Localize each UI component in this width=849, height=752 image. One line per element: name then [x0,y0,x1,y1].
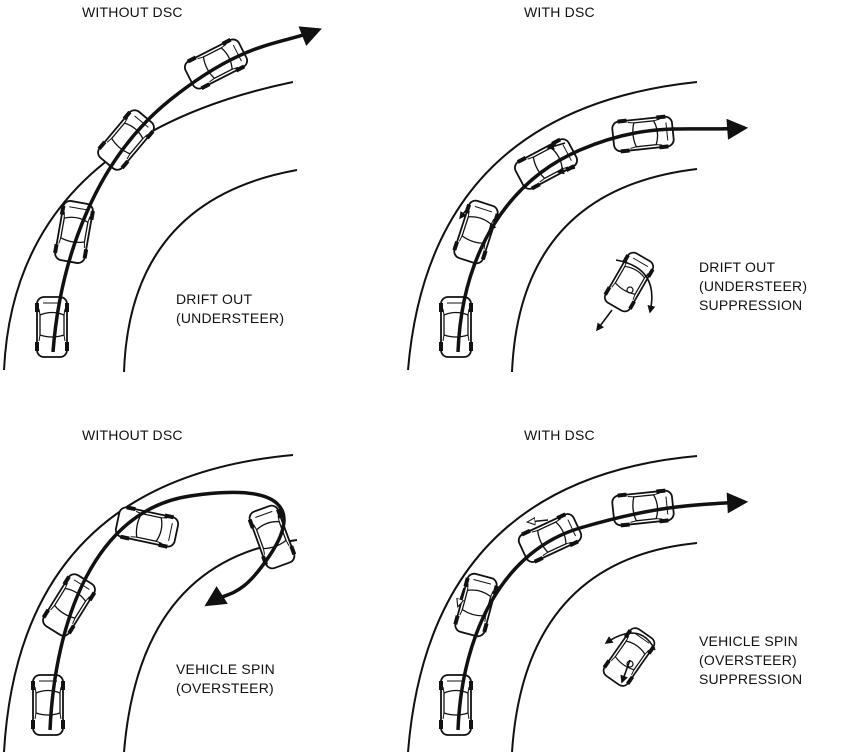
brake-force-arrow [596,309,613,332]
road-inner-edge [511,168,698,373]
brake-force-arrow [546,142,566,150]
road-outer-edge [3,454,294,752]
caption-vehicle-spin: VEHICLE SPIN (OVERSTEER) [176,660,275,698]
panel-title-without-dsc: WITHOUT DSC [82,4,183,20]
road-outer-edge [3,81,294,371]
road-outer-edge [407,455,698,752]
panel-top-right [407,81,749,373]
caption-line: VEHICLE SPIN [699,633,798,649]
yaw-center-icon [626,660,634,668]
car [37,569,101,641]
yaw-moment-arrow [615,259,656,314]
brake-force-arrow [620,659,631,684]
yaw-moment-arrow [604,632,656,651]
vehicle-path-arrow [456,492,749,731]
brake-force-arrow [528,520,549,522]
vehicle-path-arrow [456,118,749,353]
road-inner-edge [123,539,298,752]
car [30,674,66,736]
brake-force-arrow [556,166,576,175]
car [244,502,300,572]
vehicle-path-arrow [48,490,286,731]
caption-line: (UNDERSTEER) [699,278,808,294]
panel-title-with-dsc: WITH DSC [524,4,595,20]
panel-title-without-dsc: WITHOUT DSC [82,427,183,443]
caption-line: DRIFT OUT [176,291,253,307]
road-inner-edge [123,169,298,373]
caption-line: VEHICLE SPIN [176,661,275,677]
panel-title-with-dsc: WITH DSC [524,427,595,443]
caption-vehicle-spin-suppression: VEHICLE SPIN (OVERSTEER) SUPPRESSION [699,632,802,689]
panel-top-left [3,26,322,373]
car [438,674,474,736]
vehicle-path-arrow [51,26,322,353]
caption-drift-out: DRIFT OUT (UNDERSTEER) [176,290,284,328]
caption-line: SUPPRESSION [699,297,803,313]
caption-line: DRIFT OUT [699,259,776,275]
yaw-center-icon [626,286,634,294]
caption-line: (UNDERSTEER) [176,310,285,326]
car [610,113,676,155]
caption-line: (OVERSTEER) [699,652,797,668]
car [598,623,660,691]
caption-line: (OVERSTEER) [176,680,274,696]
car [438,296,474,358]
panel-bottom-left [3,454,300,752]
brake-force-arrow [459,204,471,220]
road-inner-edge [511,542,698,752]
caption-drift-out-suppression: DRIFT OUT (UNDERSTEER) SUPPRESSION [699,258,807,315]
brake-force-arrow [458,587,465,606]
panel-bottom-right [407,455,749,752]
car [510,134,582,194]
road-outer-edge [407,81,698,371]
caption-line: SUPPRESSION [699,671,803,687]
